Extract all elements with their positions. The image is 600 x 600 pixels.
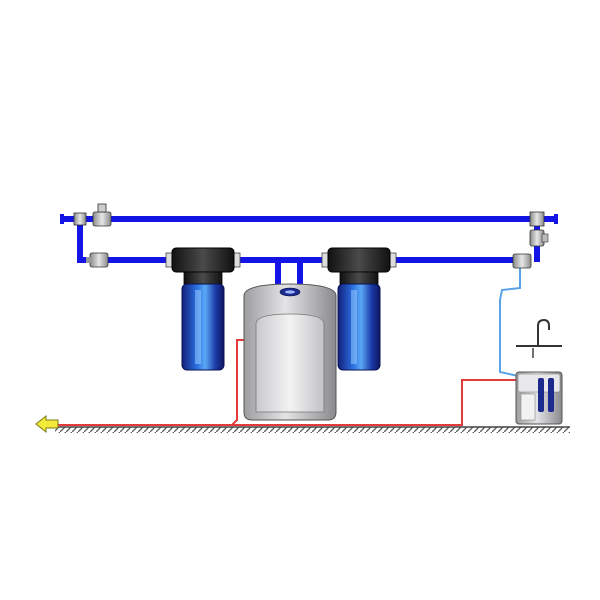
ro-supply-tube <box>499 268 521 377</box>
carbon-filter <box>321 247 397 371</box>
pipe-ends <box>60 214 558 224</box>
faucet-icon <box>516 318 562 358</box>
supply-pipes <box>62 216 556 286</box>
floor <box>55 426 570 433</box>
sediment-filter <box>165 247 241 371</box>
arrow-left-icon <box>35 414 59 434</box>
reverse-osmosis-icon <box>515 371 563 425</box>
valve-icon <box>73 203 549 269</box>
water-softener <box>243 283 337 421</box>
drain-line <box>50 339 518 426</box>
